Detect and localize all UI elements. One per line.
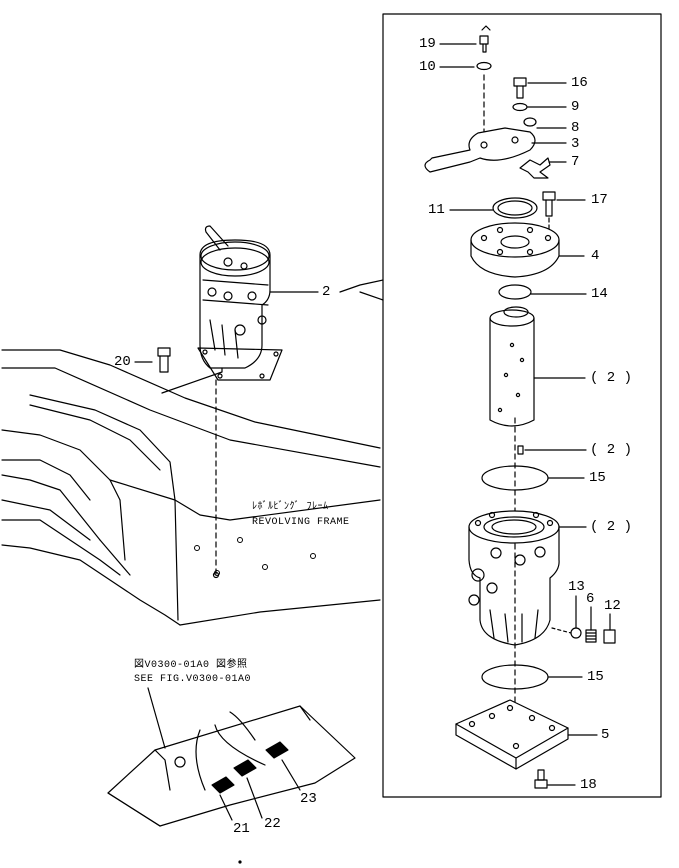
frame-note-jp: ﾚﾎﾞﾙﾋﾞﾝｸﾞ ﾌﾚｰﾑ — [252, 502, 329, 513]
callout-13: 13 — [568, 579, 585, 595]
leader-21 — [219, 794, 233, 821]
callout-10: 10 — [419, 59, 436, 75]
callout-15-upper: 15 — [589, 470, 606, 486]
see-fig-note-en: SEE FIG.V0300-01A0 — [134, 674, 252, 685]
part-7-lock-plate — [519, 157, 551, 179]
callout-2: 2 — [322, 284, 331, 300]
bracket-2 — [339, 279, 384, 301]
pad-23 — [265, 741, 289, 759]
part-6-spring — [585, 629, 597, 643]
pad-22 — [233, 759, 257, 777]
part-16-bolt — [513, 77, 527, 99]
part-13-ball — [570, 627, 582, 639]
callout-5: 5 — [601, 727, 610, 743]
part-12-cap — [603, 629, 616, 644]
callout-20: 20 — [114, 354, 131, 370]
callout-8: 8 — [571, 120, 580, 136]
revolving-frame — [1, 349, 381, 626]
callout-14: 14 — [591, 286, 608, 302]
callout-sub-2c: ( 2 ) — [590, 519, 633, 535]
callout-22: 22 — [264, 816, 281, 832]
part-19-grease-fitting — [479, 25, 491, 53]
callout-9: 9 — [571, 99, 580, 115]
part-rotor-cylinder — [489, 306, 535, 427]
callout-15-lower: 15 — [587, 669, 604, 685]
callout-3: 3 — [571, 136, 580, 152]
part-9-washer — [512, 102, 528, 112]
part-5-base-plate — [455, 699, 569, 770]
callout-21: 21 — [233, 821, 250, 837]
callout-23: 23 — [300, 791, 317, 807]
callout-11: 11 — [428, 202, 445, 218]
swivel-joint-assembled — [197, 225, 283, 381]
pad-21 — [211, 776, 235, 794]
leader-20-joint — [161, 367, 223, 394]
part-15-oring-lower — [481, 664, 549, 690]
part-3-lever-plate — [424, 127, 536, 173]
part-4-flange — [470, 222, 560, 278]
bolt-20 — [157, 347, 171, 373]
part-18-bolt — [534, 769, 548, 789]
part-10-washer — [476, 61, 492, 71]
callout-16: 16 — [571, 75, 588, 91]
part-14-oring — [498, 284, 532, 300]
exploded-view-frame — [382, 13, 662, 798]
callout-sub-2b: ( 2 ) — [590, 442, 633, 458]
print-dot — [238, 860, 242, 864]
part-17-bolt — [542, 191, 556, 217]
part-pin — [517, 445, 524, 455]
callout-12: 12 — [604, 598, 621, 614]
hose-bracket-assembly — [107, 705, 356, 827]
callout-17: 17 — [591, 192, 608, 208]
callout-6: 6 — [586, 591, 595, 607]
callout-7: 7 — [571, 154, 580, 170]
part-11-seal — [492, 197, 538, 219]
part-housing — [468, 510, 560, 646]
see-fig-note-jp: 図V0300-01A0 図参照 — [134, 660, 248, 671]
callout-19: 19 — [419, 36, 436, 52]
part-8-ring — [523, 117, 537, 127]
mount-hole — [212, 571, 220, 579]
callout-18: 18 — [580, 777, 597, 793]
frame-holes — [194, 537, 316, 576]
leader-23 — [281, 759, 301, 791]
leader-22 — [246, 777, 263, 819]
callout-4: 4 — [591, 248, 600, 264]
leader-see-fig — [147, 687, 166, 749]
callout-sub-2a: ( 2 ) — [590, 370, 633, 386]
frame-note-en: REVOLVING FRAME — [252, 517, 350, 528]
insert-line — [551, 627, 572, 634]
